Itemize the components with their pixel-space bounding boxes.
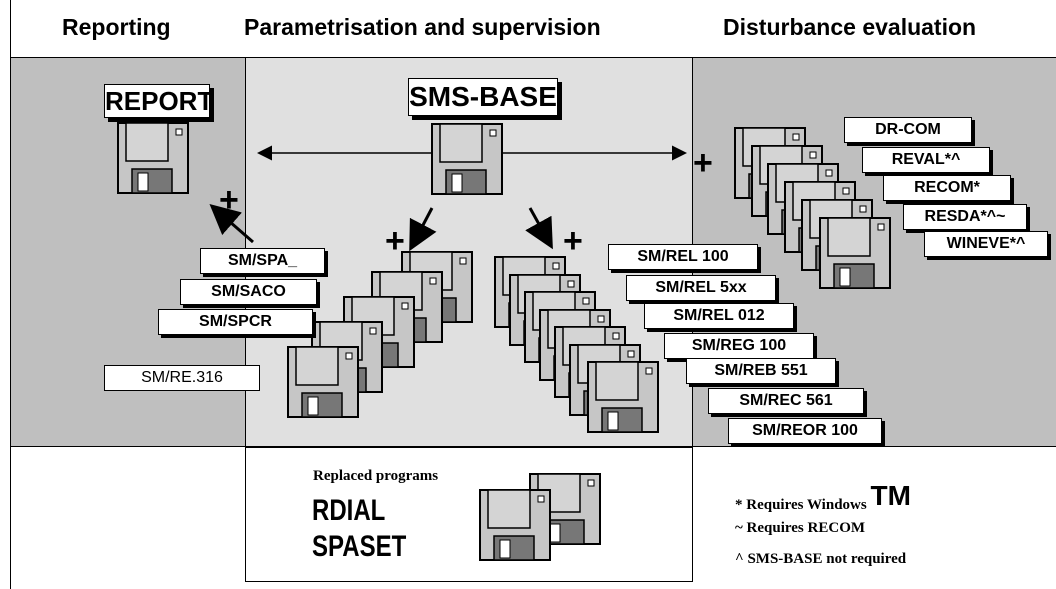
arrow-to-left-stack — [409, 207, 437, 252]
program-label-sm-reor-100: SM/REOR 100 — [728, 418, 882, 444]
plus-sign-disturbance: + — [693, 144, 713, 182]
program-label-sm-rec-561: SM/REC 561 — [708, 388, 864, 414]
program-label-sm-saco: SM/SACO — [180, 279, 317, 305]
stack-left-disk-5 — [287, 346, 359, 418]
program-label-sm-spa: SM/SPA_ — [200, 248, 325, 274]
replaced-program-rdial: RDIAL — [312, 494, 386, 527]
program-label-sm-rel-100: SM/REL 100 — [608, 244, 758, 270]
program-label-recom: RECOM* — [883, 175, 1011, 201]
plus-sign-right-stack: + — [563, 222, 583, 260]
arrow-to-right-stack — [525, 207, 553, 250]
replaced-program-spaset: SPASET — [312, 530, 407, 563]
left-divider — [10, 0, 11, 589]
disturbance-disk-6 — [819, 217, 891, 289]
footnote-base: ^ SMS-BASE not required — [735, 551, 907, 567]
program-label-wineve: WINEVE*^ — [924, 231, 1048, 257]
program-label-resda: RESDA*^~ — [903, 204, 1027, 230]
arrow-to-report — [209, 204, 254, 244]
program-label-sm-reb-551: SM/REB 551 — [686, 358, 836, 384]
sms-base-disk — [431, 123, 503, 195]
program-label-dr-com: DR-COM — [844, 117, 972, 143]
footnote-recom: ~ Requires RECOM — [735, 520, 866, 536]
replaced-programs-title: Replaced programs — [313, 468, 439, 484]
replaced-programs-panel — [245, 447, 693, 582]
program-label-sm-rel-012: SM/REL 012 — [644, 303, 794, 329]
section-title-disturbance: Disturbance evaluation — [723, 14, 977, 40]
program-label-sm-reg-100: SM/REG 100 — [664, 333, 814, 359]
plus-sign-left-stack: + — [385, 222, 405, 260]
section-title-reporting: Reporting — [62, 14, 171, 40]
footnote-windows-tm: TM — [870, 480, 911, 511]
stack-right-disk-7 — [587, 361, 659, 433]
program-label-sm-re316: SM/RE.316 — [104, 365, 260, 391]
report-label: REPORT — [104, 84, 214, 118]
plus-sign-report: + — [219, 181, 239, 219]
program-label-reval: REVAL*^ — [862, 147, 990, 173]
replaced-disk-2 — [479, 489, 551, 561]
sms-base-label: SMS-BASE — [408, 78, 558, 116]
report-disk — [117, 122, 189, 194]
footnote-windows-text: * Requires Windows — [735, 497, 867, 513]
section-title-parametrisation: Parametrisation and supervision — [244, 14, 601, 40]
program-label-sm-spcr: SM/SPCR — [158, 309, 313, 335]
program-label-sm-rel-5xx: SM/REL 5xx — [626, 275, 776, 301]
footnote-windows: * Requires Windows TM — [735, 480, 911, 516]
